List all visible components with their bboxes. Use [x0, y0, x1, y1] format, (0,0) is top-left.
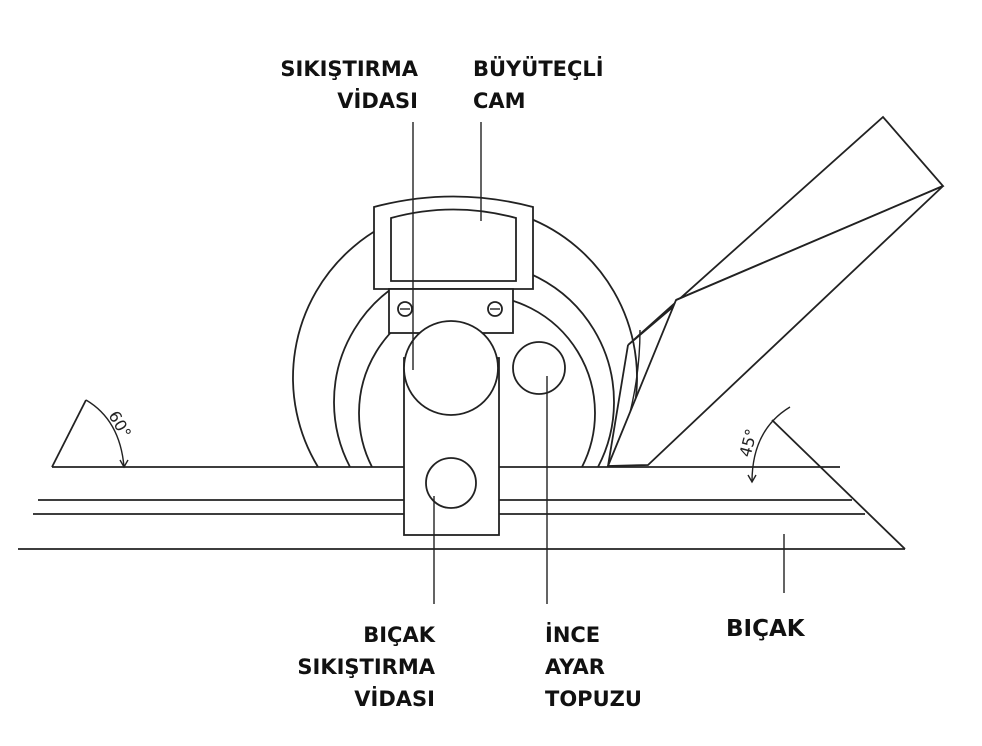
label-ince-ayar-topuzu-line1: İNCE [545, 622, 600, 647]
label-buyutecli-cam-line1: BÜYÜTEÇLİ [473, 56, 604, 81]
angle-60-label: 60° [105, 408, 136, 442]
fine-adjustment-knob [512, 341, 566, 395]
clamp-screw-knob [403, 320, 499, 416]
label-sikistirma-vidasi-line2: VİDASI [337, 88, 418, 113]
label-ince-ayar-topuzu-line3: TOPUZU [545, 687, 642, 711]
blade-clamp-screw [425, 457, 477, 509]
angle-45-arc [747, 406, 791, 484]
swing-blade [606, 115, 945, 467]
label-bicak-sikistirma-vidasi-line1: BIÇAK [363, 623, 435, 647]
label-bicak-sikistirma-vidasi-line3: VİDASI [354, 686, 435, 711]
magnifier-window [373, 195, 534, 290]
label-sikistirma-vidasi-line1: SIKIŞTIRMA [280, 57, 418, 81]
angle-45-label: 45° [736, 427, 762, 459]
leader-lines [412, 122, 785, 604]
label-buyutecli-cam-line2: CAM [473, 89, 526, 113]
angle-60-arc [85, 399, 129, 469]
label-bicak: BIÇAK [726, 616, 806, 642]
label-ince-ayar-topuzu-line2: AYAR [545, 655, 605, 679]
label-bicak-sikistirma-vidasi-line2: SIKIŞTIRMA [297, 655, 435, 679]
